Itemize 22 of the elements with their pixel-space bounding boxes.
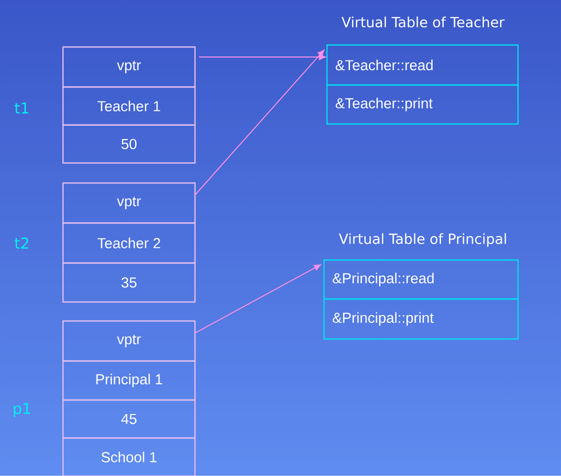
variable-label: t2 bbox=[14, 237, 28, 249]
table-title: Virtual Table of Teacher bbox=[342, 16, 505, 28]
field-cell: 50 bbox=[62, 124, 196, 164]
table-cell: &Principal::print bbox=[323, 298, 519, 340]
table-cell: &Principal::read bbox=[323, 259, 519, 300]
field-cell: Teacher 1 bbox=[62, 86, 196, 126]
field-cell: 45 bbox=[62, 399, 196, 439]
arrow bbox=[194, 264, 321, 334]
field-cell: vptr bbox=[62, 182, 196, 224]
variable-label: p1 bbox=[14, 402, 30, 418]
field-cell: vptr bbox=[62, 46, 196, 88]
table-title: Virtual Table of Principal bbox=[338, 233, 506, 247]
field-cell: Teacher 2 bbox=[62, 222, 196, 264]
arrow bbox=[198, 54, 326, 60]
field-cell: School 1 bbox=[62, 437, 196, 476]
table-cell: &Teacher::print bbox=[326, 84, 519, 125]
field-cell: Principal 1 bbox=[62, 360, 196, 401]
variable-label: t1 bbox=[14, 102, 28, 114]
arrow bbox=[194, 50, 324, 196]
table-cell: &Teacher::read bbox=[326, 44, 519, 86]
field-cell: vptr bbox=[62, 320, 196, 362]
field-cell: 35 bbox=[62, 262, 196, 303]
